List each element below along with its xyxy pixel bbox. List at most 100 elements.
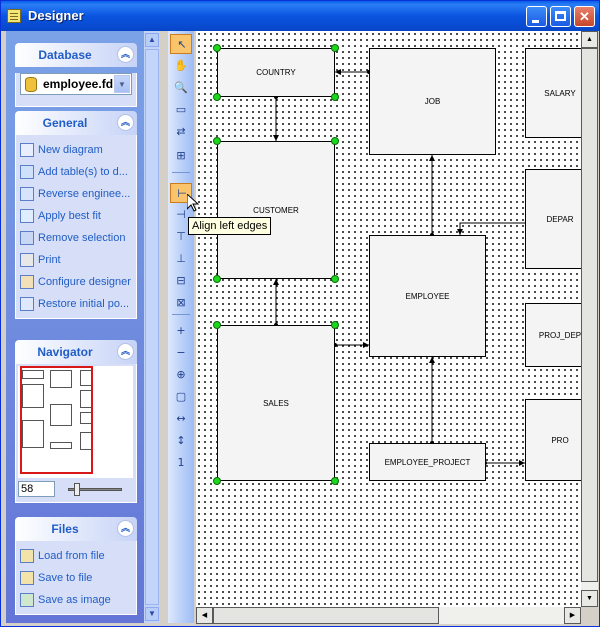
canvas-vertical-scrollbar[interactable]: ▲ ▼ xyxy=(581,31,598,607)
collapse-chevron-icon[interactable]: ︽ xyxy=(117,520,134,537)
zoom-page-button[interactable]: ▢ xyxy=(170,387,192,407)
zoom-100-button[interactable]: 1 xyxy=(170,453,192,473)
relation-tool-button[interactable]: ⇄ xyxy=(170,122,192,142)
horizontal-scroll-thumb[interactable] xyxy=(213,607,439,624)
table-employee[interactable]: EMPLOYEE xyxy=(369,235,486,357)
selection-handle[interactable] xyxy=(213,321,221,329)
table-department[interactable]: DEPAR xyxy=(525,169,581,269)
navigator-header[interactable]: Navigator ︽ xyxy=(15,340,137,364)
zoom-out-button[interactable]: − xyxy=(170,343,192,363)
panel-scroll-thumb[interactable] xyxy=(145,49,159,605)
close-button[interactable]: ✕ xyxy=(574,6,595,27)
scroll-up-icon[interactable]: ▲ xyxy=(581,31,598,48)
selection-handle[interactable] xyxy=(213,275,221,283)
selection-handle[interactable] xyxy=(213,93,221,101)
zoom-fit-button[interactable]: ⊕ xyxy=(170,365,192,385)
hand-tool-button[interactable]: ✋ xyxy=(170,56,192,76)
selection-handle[interactable] xyxy=(331,275,339,283)
panel-scrollbar[interactable]: ▲ ▼ xyxy=(144,31,160,623)
align-middle-button[interactable]: ⊟ xyxy=(170,271,192,291)
print-icon xyxy=(20,253,34,267)
task-item[interactable]: Reverse enginee... xyxy=(16,183,136,205)
database-select[interactable]: employee.fd ▼ xyxy=(20,73,132,95)
canvas-horizontal-scrollbar[interactable]: ◀ ▶ xyxy=(196,607,581,624)
navigator-preview[interactable] xyxy=(18,366,133,478)
align-right-button[interactable]: ⊤ xyxy=(170,227,192,247)
database-header[interactable]: Database ︽ xyxy=(15,43,137,67)
align-bottom-button[interactable]: ⊠ xyxy=(170,293,192,313)
selection-handle[interactable] xyxy=(331,44,339,52)
database-group: Database ︽ employee.fd ▼ xyxy=(15,43,137,107)
mini-table xyxy=(50,404,72,426)
task-item[interactable]: Restore initial po... xyxy=(16,293,136,315)
table-customer[interactable]: CUSTOMER xyxy=(217,141,335,279)
task-item[interactable]: Load from file xyxy=(16,545,136,567)
task-item[interactable]: Print xyxy=(16,249,136,271)
align-center-button[interactable]: ⊣ xyxy=(170,205,192,225)
collapse-chevron-icon[interactable]: ︽ xyxy=(117,46,134,63)
align-top-button[interactable]: ⊥ xyxy=(170,249,192,269)
task-item[interactable]: Save as image xyxy=(16,589,136,611)
selection-handle[interactable] xyxy=(213,477,221,485)
zoom-height-button[interactable]: ↕ xyxy=(170,431,192,451)
diagram-canvas[interactable]: COUNTRY JOB SALARY CUSTOMER DEPAR EMPLOY… xyxy=(196,31,581,607)
add-table-tool-icon: ▭ xyxy=(175,103,187,116)
zoom-in-button[interactable]: + xyxy=(170,321,192,341)
table-country[interactable]: COUNTRY xyxy=(217,48,335,97)
database-select-value: employee.fd xyxy=(43,77,114,91)
zoom-slider-track[interactable] xyxy=(68,488,122,491)
arrow-head xyxy=(273,135,279,141)
task-item[interactable]: New diagram xyxy=(16,139,136,161)
files-header[interactable]: Files ︽ xyxy=(15,517,137,541)
task-item-label: Apply best fit xyxy=(38,210,101,222)
zoom-width-button[interactable]: ↔ xyxy=(170,409,192,429)
fit-tool-button[interactable]: ⊞ xyxy=(170,146,192,166)
table-project[interactable]: PRO xyxy=(525,399,581,481)
task-item[interactable]: Remove selection xyxy=(16,227,136,249)
table-employee-project[interactable]: EMPLOYEE_PROJECT xyxy=(369,443,486,481)
collapse-chevron-icon[interactable]: ︽ xyxy=(117,343,134,360)
collapse-chevron-icon[interactable]: ︽ xyxy=(117,114,134,131)
selection-handle[interactable] xyxy=(331,93,339,101)
general-header[interactable]: General ︽ xyxy=(15,111,137,135)
selection-handle[interactable] xyxy=(331,477,339,485)
zoom-value-input[interactable]: 58 xyxy=(18,481,55,497)
pointer-tool-button[interactable]: ↖ xyxy=(170,34,192,54)
minimize-button[interactable] xyxy=(526,6,547,27)
arrow-head xyxy=(429,357,435,363)
tooltip: Align left edges xyxy=(188,217,272,235)
navigator-viewport[interactable] xyxy=(20,366,93,474)
scroll-up-icon[interactable]: ▲ xyxy=(145,33,159,47)
task-panel: Database ︽ employee.fd ▼ General ︽ New d… xyxy=(6,31,144,623)
scroll-down-icon[interactable]: ▼ xyxy=(581,590,598,607)
scroll-down-icon[interactable]: ▼ xyxy=(145,607,159,621)
table-job[interactable]: JOB xyxy=(369,48,496,155)
selection-handle[interactable] xyxy=(331,137,339,145)
title-bar[interactable]: Designer ✕ xyxy=(1,1,599,31)
maximize-button[interactable] xyxy=(550,6,571,27)
table-sales[interactable]: SALES xyxy=(217,325,335,481)
task-item[interactable]: Add table(s) to d... xyxy=(16,161,136,183)
zoom-slider-thumb[interactable] xyxy=(74,483,81,496)
scroll-right-icon[interactable]: ▶ xyxy=(564,607,581,624)
zoom-height-icon: ↕ xyxy=(176,434,186,447)
table-salary[interactable]: SALARY xyxy=(525,48,581,138)
vertical-scroll-thumb[interactable] xyxy=(581,48,598,582)
add-table-tool-button[interactable]: ▭ xyxy=(170,100,192,120)
selection-handle[interactable] xyxy=(213,44,221,52)
table-proj-dep[interactable]: PROJ_DEP xyxy=(525,303,581,367)
scroll-left-icon[interactable]: ◀ xyxy=(196,607,213,624)
zoom-fit-icon: ⊕ xyxy=(176,368,186,381)
task-item[interactable]: Apply best fit xyxy=(16,205,136,227)
selection-handle[interactable] xyxy=(331,321,339,329)
arrow-head xyxy=(335,69,341,75)
selection-handle[interactable] xyxy=(213,137,221,145)
chevron-down-icon[interactable]: ▼ xyxy=(114,75,130,93)
zoom-100-icon: 1 xyxy=(177,456,185,469)
task-item[interactable]: Save to file xyxy=(16,567,136,589)
scroll-corner xyxy=(581,607,598,624)
zoom-tool-button[interactable]: 🔍 xyxy=(170,78,192,98)
task-item[interactable]: Configure designer xyxy=(16,271,136,293)
